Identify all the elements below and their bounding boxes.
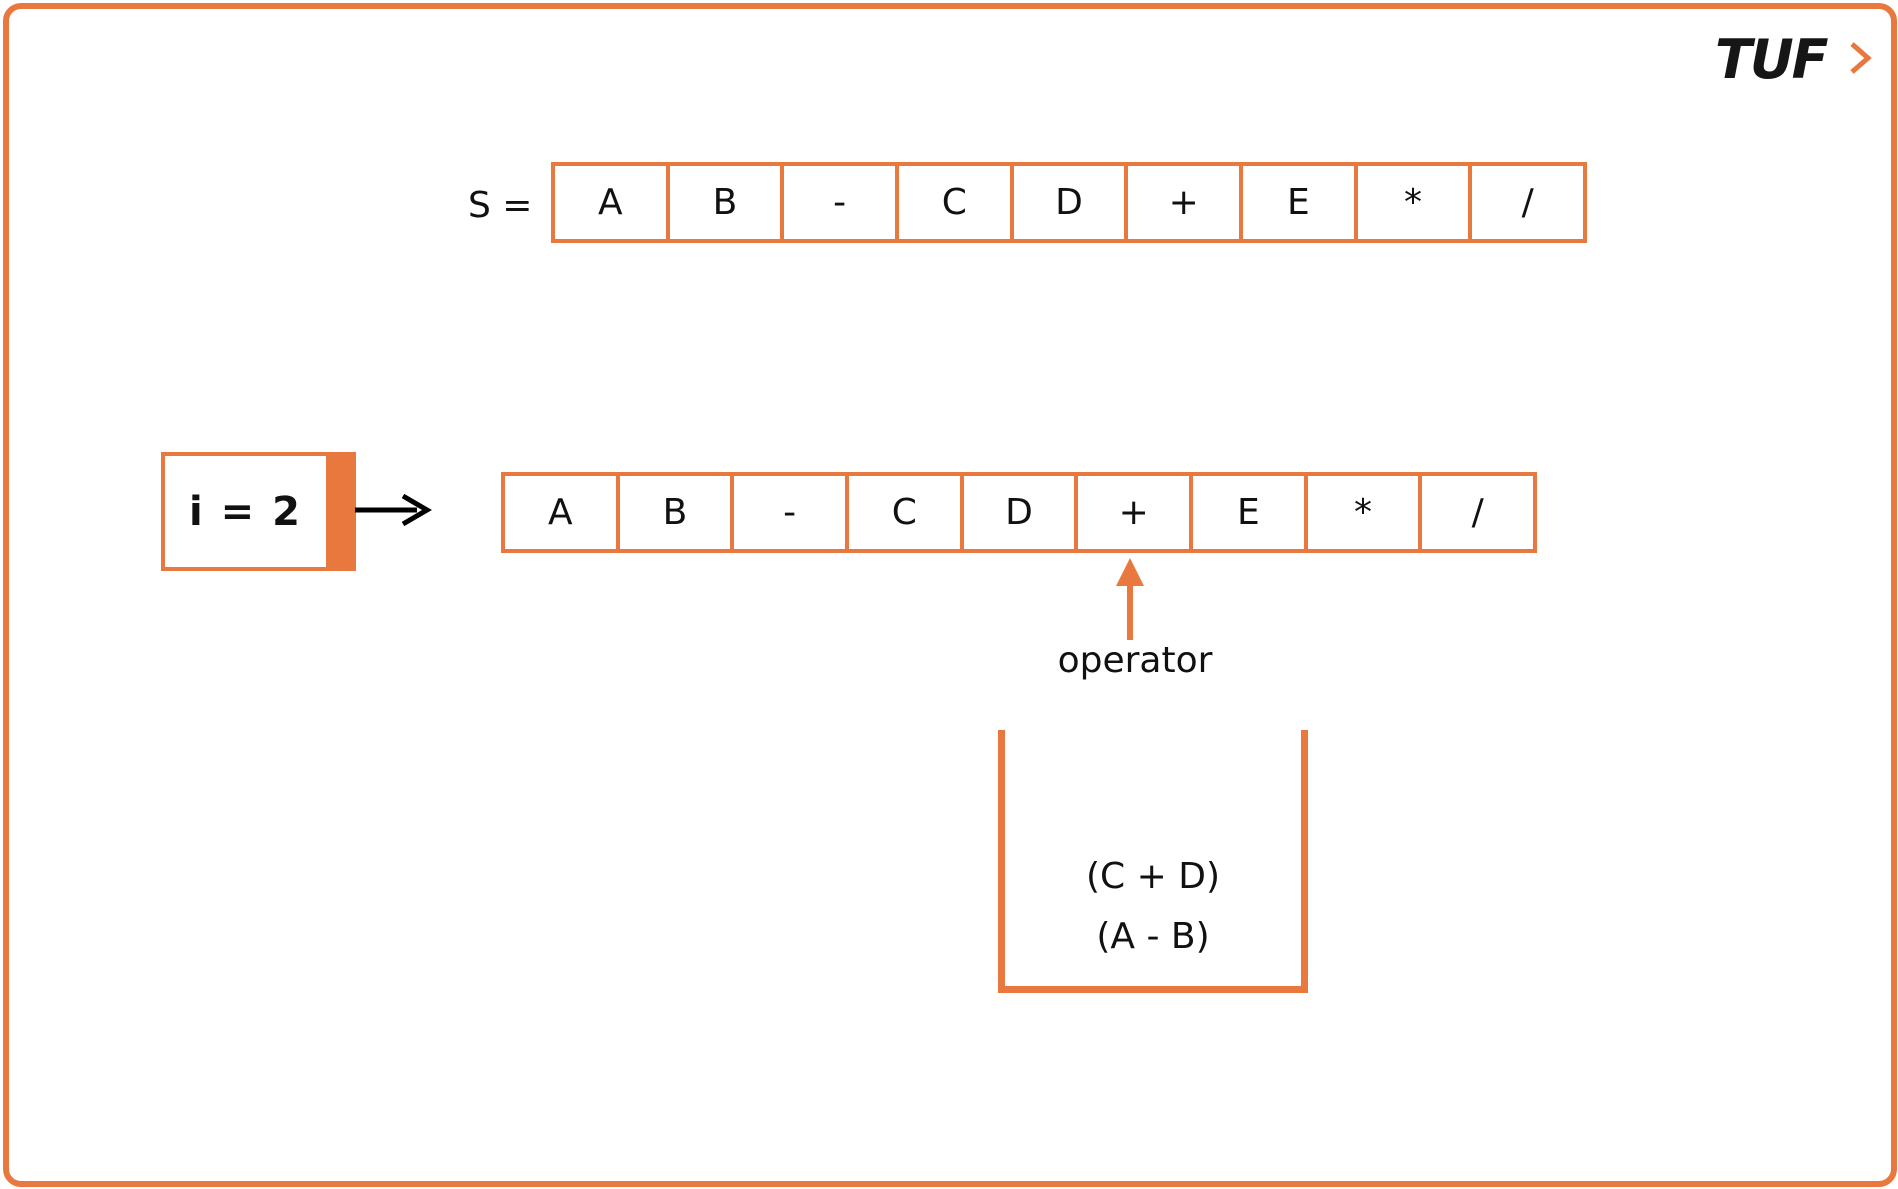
stack-item: (A - B) <box>1096 916 1210 957</box>
array-cell: E <box>1193 476 1308 549</box>
array-cell: C <box>899 166 1014 239</box>
array-cell: A <box>555 166 670 239</box>
array-cell: C <box>849 476 964 549</box>
array-cell: * <box>1358 166 1473 239</box>
diagram-frame <box>3 3 1897 1187</box>
string-array-top: A B - C D + E * / <box>551 162 1587 243</box>
array-cell: / <box>1471 492 1484 533</box>
string-array-current: A B - C D + E * / <box>501 472 1537 553</box>
array-label: S = <box>468 185 533 226</box>
array-cell: D <box>964 476 1079 549</box>
array-cell: / <box>1521 182 1534 223</box>
array-cell: + <box>1128 166 1244 239</box>
array-cell: B <box>620 476 735 549</box>
iteration-box: i = 2 <box>161 452 356 571</box>
array-cell: A <box>505 476 620 549</box>
array-cell-highlighted: + <box>1078 476 1194 549</box>
stack-container: (C + D) (A - B) <box>998 730 1308 993</box>
pointer-label: operator <box>1057 640 1213 681</box>
array-cell: E <box>1243 166 1358 239</box>
array-cell: * <box>1308 476 1423 549</box>
array-cell: - <box>734 476 850 549</box>
array-cell: - <box>784 166 900 239</box>
stack-item: (C + D) <box>1086 856 1220 897</box>
array-cell: B <box>670 166 785 239</box>
arrow-right-icon <box>355 493 432 527</box>
chevron-right-icon <box>1850 42 1872 74</box>
array-cell: D <box>1014 166 1129 239</box>
arrow-up-icon <box>1116 558 1144 640</box>
tuf-logo: TUF <box>1715 28 1829 91</box>
